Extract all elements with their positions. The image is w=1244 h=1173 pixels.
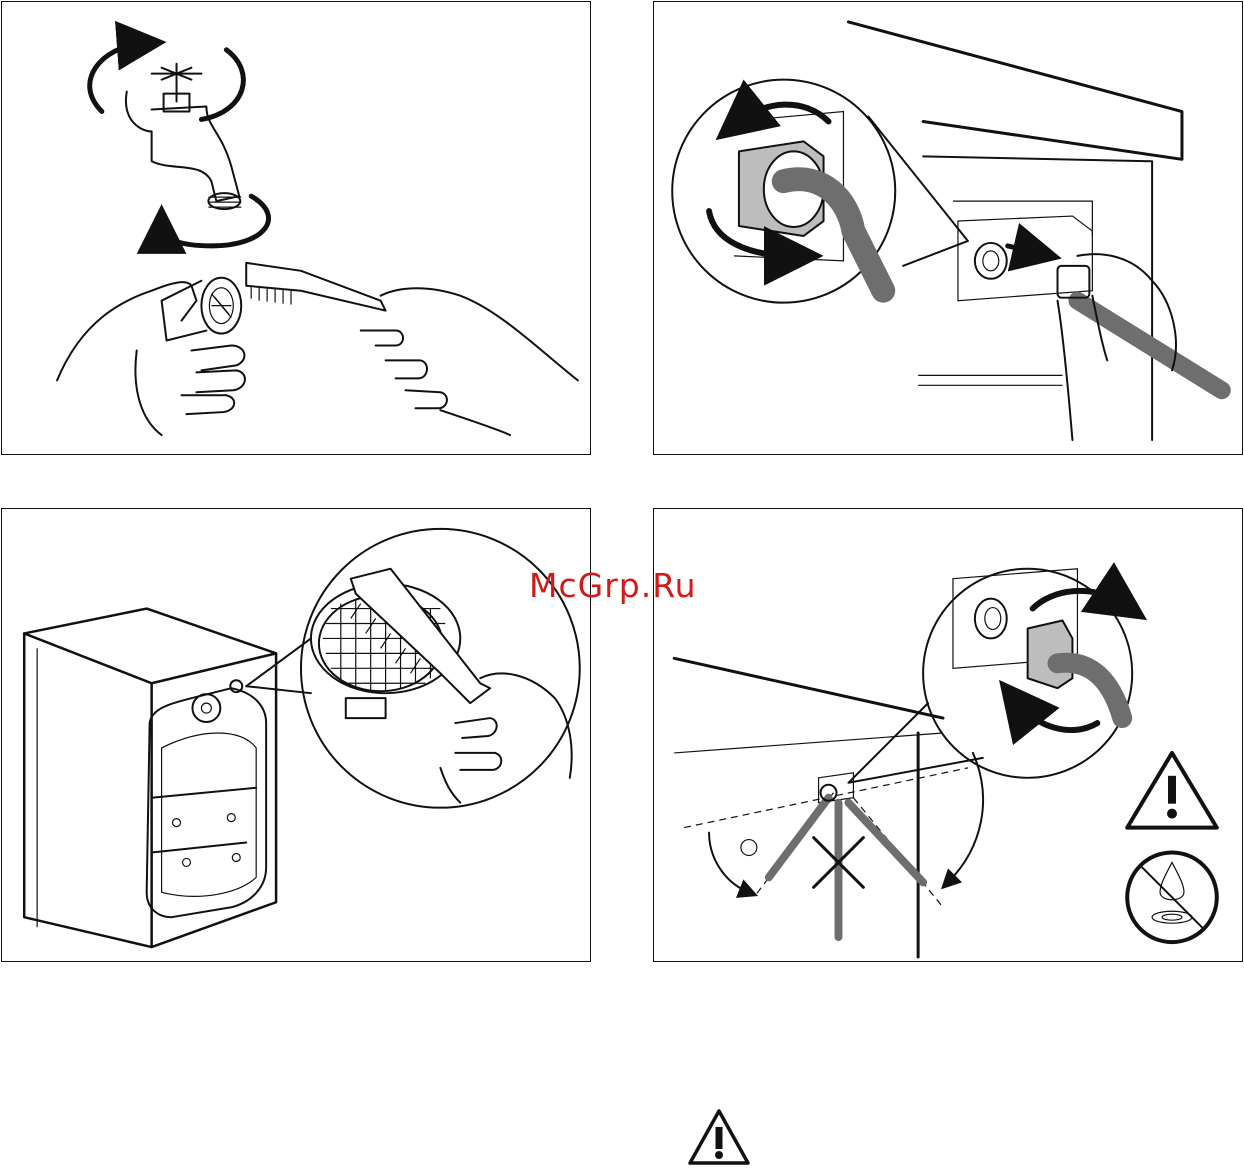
- pull-arrow-icon: [1008, 246, 1038, 253]
- hose-removal-illustration: [654, 2, 1242, 454]
- panel-hose-removal: [653, 1, 1243, 455]
- panel-hose-refit-angle: [653, 508, 1243, 962]
- rotate-arrow-icon: [90, 44, 142, 112]
- hose-refit-illustration: [654, 509, 1242, 961]
- hose-nut-icon: [975, 243, 1007, 279]
- rotate-arrow-icon: [201, 50, 243, 120]
- inlet-filter-illustration: [2, 509, 590, 961]
- hose-connector-icon: [162, 278, 242, 341]
- no-leak-icon: [1127, 852, 1217, 942]
- brush-icon: [246, 263, 385, 311]
- watermark-text: McGrp.Ru: [529, 566, 697, 605]
- magnifier-callout-icon: [848, 569, 1132, 783]
- magnifier-callout-icon: [672, 80, 968, 303]
- panel-inlet-filter-cleaning: [1, 508, 591, 962]
- rotate-arrow-icon: [739, 105, 829, 122]
- rotate-arrow-icon: [1018, 703, 1098, 730]
- rotate-arrow-icon: [162, 196, 269, 246]
- panel-tap-filter-cleaning: [1, 1, 591, 455]
- hose-nut-icon: [975, 599, 1073, 689]
- hand-icon: [361, 288, 578, 435]
- warning-icon: [687, 1107, 751, 1167]
- washing-machine-back-icon: [24, 609, 276, 948]
- warning-icon: [1127, 753, 1217, 828]
- angle-arrow-icon: [948, 753, 983, 882]
- tap-icon: [126, 64, 241, 209]
- tap-cleaning-illustration: [2, 2, 590, 454]
